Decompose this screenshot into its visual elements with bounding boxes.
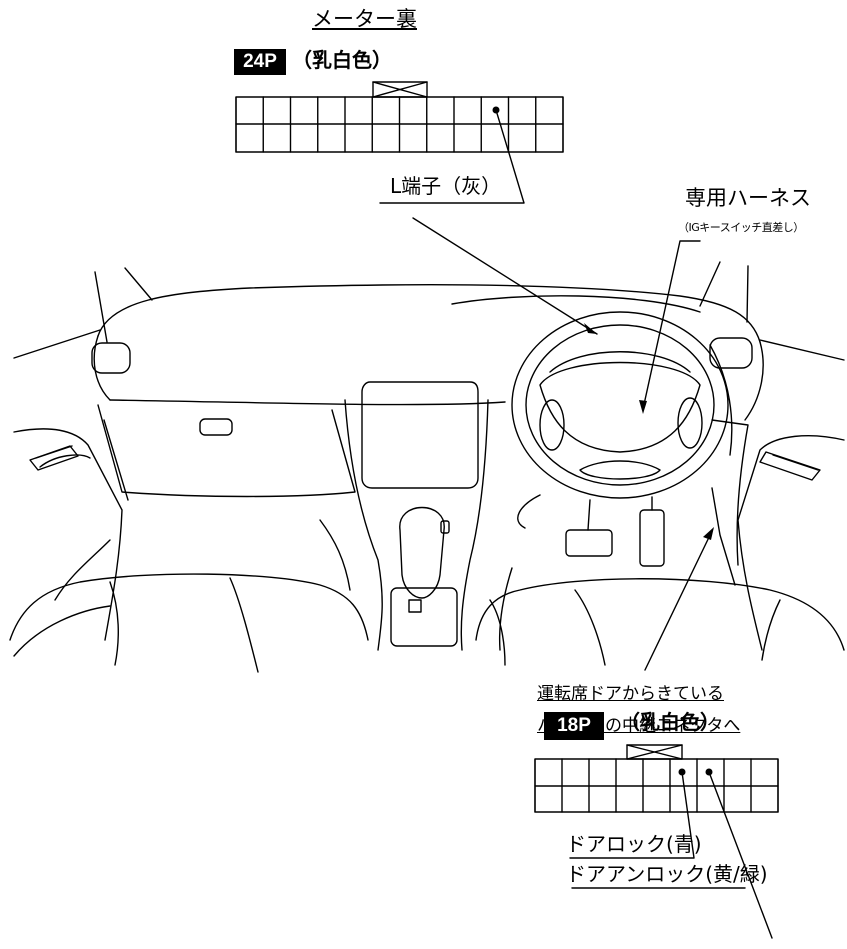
pin-count-24p-badge: 24P [234,49,286,75]
door-lock-leader [569,771,695,859]
harness-label: 専用ハーネス [685,186,811,210]
meter-back-title: メーター裏 [312,7,417,31]
l-terminal-arrow [412,217,598,335]
door-connector-color: （乳白色） [620,710,720,734]
connector-18p [534,744,779,813]
l-terminal-label: L端子（灰） [390,174,502,198]
door-harness-line1: 運転席ドアからきている [537,684,724,704]
door-harness-leader [644,530,713,671]
car-interior [9,261,845,673]
connector-24p [235,81,564,153]
door-unlock-label: ドアアンロック(黄/緑) [566,862,768,886]
harness-sub-label: （IGキースイッチ直差し） [678,221,804,234]
meter-connector-color: （乳白色） [292,48,392,72]
harness-leader [642,240,701,410]
door-lock-label: ドアロック(青) [566,832,702,856]
door-pin-count-badge: 18P [544,712,604,740]
l-terminal-leader [379,109,525,204]
door-unlock-leader [708,771,773,939]
